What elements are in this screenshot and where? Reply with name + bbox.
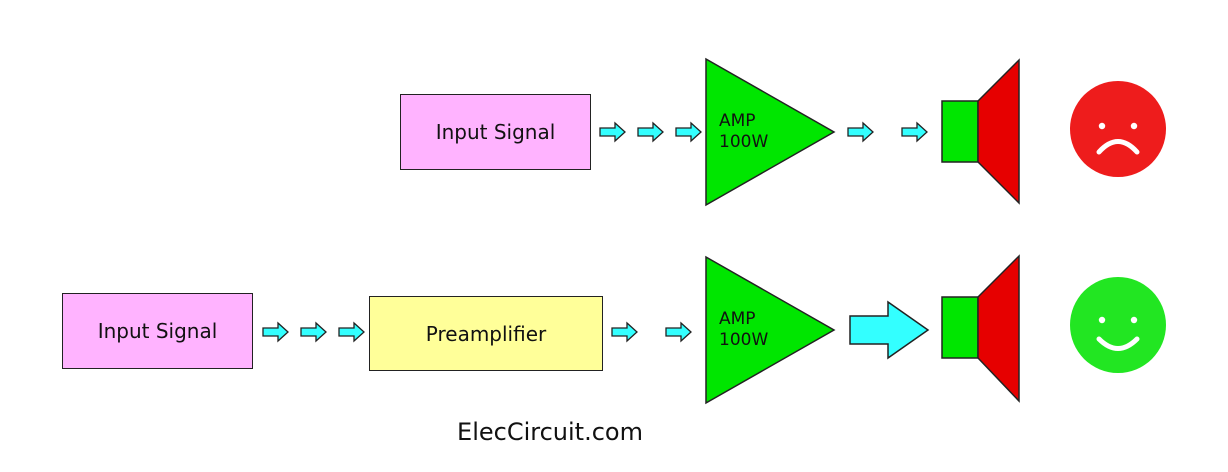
amp-label-line2: 100W [719, 132, 769, 152]
input-signal-box-row2: Input Signal [62, 293, 253, 369]
signal-arrow-icon [611, 321, 638, 343]
amp-label-line1: AMP [719, 309, 756, 329]
signal-arrow-icon [338, 321, 365, 343]
amplifier-triangle-row1 [705, 57, 836, 207]
input-signal-label: Input Signal [435, 120, 556, 144]
amp-label-line2: 100W [719, 330, 769, 350]
amplifier-triangle-row2 [705, 255, 836, 405]
signal-arrow-icon [847, 121, 874, 143]
amp-label-row1: AMP 100W [719, 111, 768, 153]
signal-arrow-icon [599, 121, 626, 143]
preamplifier-label: Preamplifier [425, 321, 547, 346]
preamplifier-box: Preamplifier [369, 296, 603, 371]
signal-arrow-icon [901, 121, 928, 143]
speaker-icon [941, 58, 1020, 205]
signal-arrow-icon [300, 321, 327, 343]
watermark-text: ElecCircuit.com [457, 418, 643, 446]
amp-label-line1: AMP [719, 111, 756, 131]
input-signal-label: Input Signal [97, 319, 218, 343]
sad-face-icon [1070, 81, 1166, 177]
happy-face-icon [1070, 277, 1166, 373]
amp-label-row2: AMP 100W [719, 309, 768, 351]
signal-arrow-icon [675, 121, 702, 143]
signal-arrow-icon [262, 321, 289, 343]
large-signal-arrow [849, 300, 930, 360]
row2-small-arrows [262, 321, 692, 343]
input-signal-box-row1: Input Signal [400, 94, 591, 170]
speaker-icon [941, 254, 1020, 403]
row1-small-arrows [599, 121, 928, 143]
signal-arrow-icon [665, 321, 692, 343]
signal-arrow-icon [637, 121, 664, 143]
